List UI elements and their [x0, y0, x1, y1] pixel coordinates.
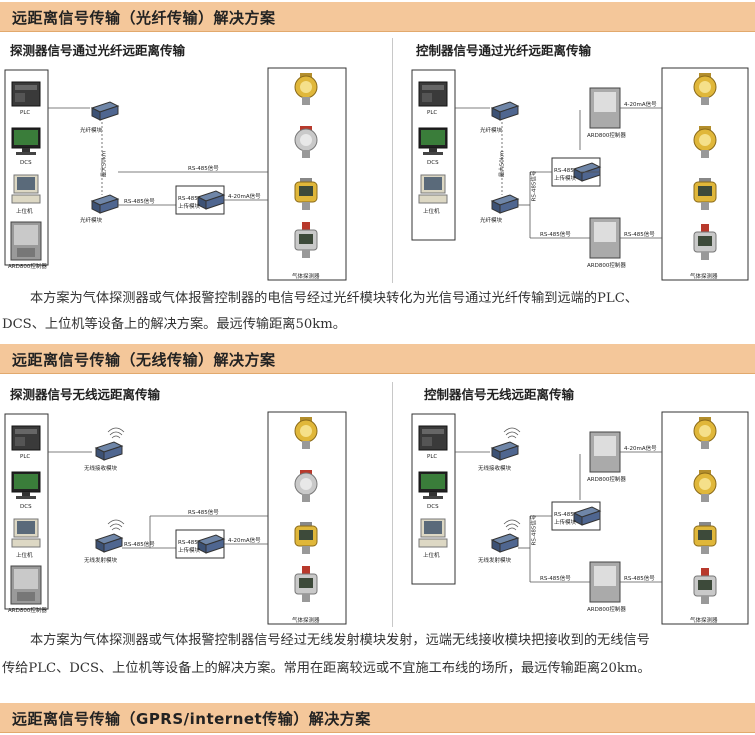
section-title: 远距离信号传输（光纤传输）解决方案 — [12, 9, 276, 27]
divider — [392, 38, 393, 283]
label-dcs: DCS — [20, 160, 32, 166]
left-subtitle: 探测器信号通过光纤远距离传输 — [10, 43, 186, 58]
label-dcs: DCS — [427, 504, 439, 510]
section-title: 远距离信号传输（GPRS/internet传输）解决方案 — [12, 710, 371, 728]
label-dcs: DCS — [20, 504, 32, 510]
label-max-distance: 最大50km — [101, 150, 108, 178]
label-rs485-signal: RS-485信号 — [540, 576, 571, 582]
label-rs485-module: RS-485 上传模块 — [554, 168, 577, 182]
label-wireless-rx: 无线接收模块 — [84, 466, 118, 472]
label-rs485-signal: RS-485信号 — [624, 576, 655, 582]
label-host: 上位机 — [423, 209, 440, 215]
label-rs485-signal: RS-485信号 — [540, 232, 571, 238]
label-current-signal: 4-20mA信号 — [228, 194, 261, 200]
label-fiber-module: 光纤模块 — [80, 218, 103, 224]
label-fiber-module: 光纤模块 — [80, 128, 103, 134]
label-controller: ARD800控制器 — [8, 608, 47, 614]
label-dcs: DCS — [427, 160, 439, 166]
label-rs485-signal: RS-485信号 — [124, 542, 155, 548]
paragraph-fiber-line1: 本方案为气体探测器或气体报警控制器的电信号经过光纤模块转化为光信号通过光纤传输到… — [30, 291, 638, 306]
right-subtitle: 控制器信号无线远距离传输 — [424, 387, 575, 402]
paragraph-fiber-line2: DCS、上位机等设备上的解决方案。最远传输距离50km。 — [2, 317, 346, 332]
label-controller: ARD800控制器 — [587, 263, 626, 269]
label-gas-detector: 气体探测器 — [292, 618, 320, 624]
label-plc: PLC — [427, 454, 438, 460]
label-current-signal: 4-20mA信号 — [624, 446, 657, 452]
left-subtitle: 探测器信号无线远距离传输 — [10, 387, 161, 402]
label-plc: PLC — [427, 110, 438, 116]
label-max-distance: 最大50km — [499, 150, 506, 178]
label-gas-detector: 气体探测器 — [292, 274, 320, 280]
label-controller: ARD800控制器 — [8, 264, 47, 270]
label-current-signal: 4-20mA信号 — [228, 538, 261, 544]
divider — [392, 382, 393, 627]
label-plc: PLC — [20, 110, 31, 116]
label-current-signal: 4-20mA信号 — [624, 102, 657, 108]
label-wireless-rx: 无线接收模块 — [478, 466, 512, 472]
label-controller: ARD800控制器 — [587, 477, 626, 483]
label-fiber-module: 光纤模块 — [480, 128, 503, 134]
label-host: 上位机 — [16, 553, 33, 559]
label-rs485-signal: RS-485信号 — [531, 514, 538, 546]
label-rs485-signal: RS-485信号 — [188, 166, 219, 172]
label-rs485-module: RS-485 上传模块 — [178, 196, 201, 210]
section-header-gprs: 远距离信号传输（GPRS/internet传输）解决方案 — [0, 703, 755, 733]
label-rs485-module: RS-485 上传模块 — [554, 512, 577, 526]
label-gas-detector: 气体探测器 — [690, 618, 718, 624]
label-host: 上位机 — [16, 209, 33, 215]
right-subtitle: 控制器信号通过光纤远距离传输 — [416, 43, 592, 58]
label-rs485-signal: RS-485信号 — [531, 170, 538, 202]
section-title: 远距离信号传输（无线传输）解决方案 — [12, 351, 276, 369]
label-plc: PLC — [20, 454, 31, 460]
paragraph-wireless-line1: 本方案为气体探测器或气体报警控制器信号经过无线发射模块发射，远端无线接收模块把接… — [30, 633, 650, 648]
label-gas-detector: 气体探测器 — [690, 274, 718, 280]
section-header-fiber: 远距离信号传输（光纤传输）解决方案 — [0, 2, 755, 32]
section-header-wireless: 远距离信号传输（无线传输）解决方案 — [0, 344, 755, 374]
label-controller: ARD800控制器 — [587, 133, 626, 139]
label-controller: ARD800控制器 — [587, 607, 626, 613]
label-rs485-module: RS-485 上传模块 — [178, 540, 201, 554]
label-fiber-module: 光纤模块 — [480, 218, 503, 224]
paragraph-wireless-line2: 传给PLC、DCS、上位机等设备上的解决方案。常用在距离较远或不宜施工布线的场所… — [2, 661, 651, 676]
label-rs485-signal: RS-485信号 — [124, 199, 155, 205]
label-rs485-signal: RS-485信号 — [188, 510, 219, 516]
label-rs485-signal: RS-485信号 — [624, 232, 655, 238]
label-wireless-tx: 无线发射模块 — [478, 558, 512, 564]
label-host: 上位机 — [423, 553, 440, 559]
label-wireless-tx: 无线发射模块 — [84, 558, 118, 564]
